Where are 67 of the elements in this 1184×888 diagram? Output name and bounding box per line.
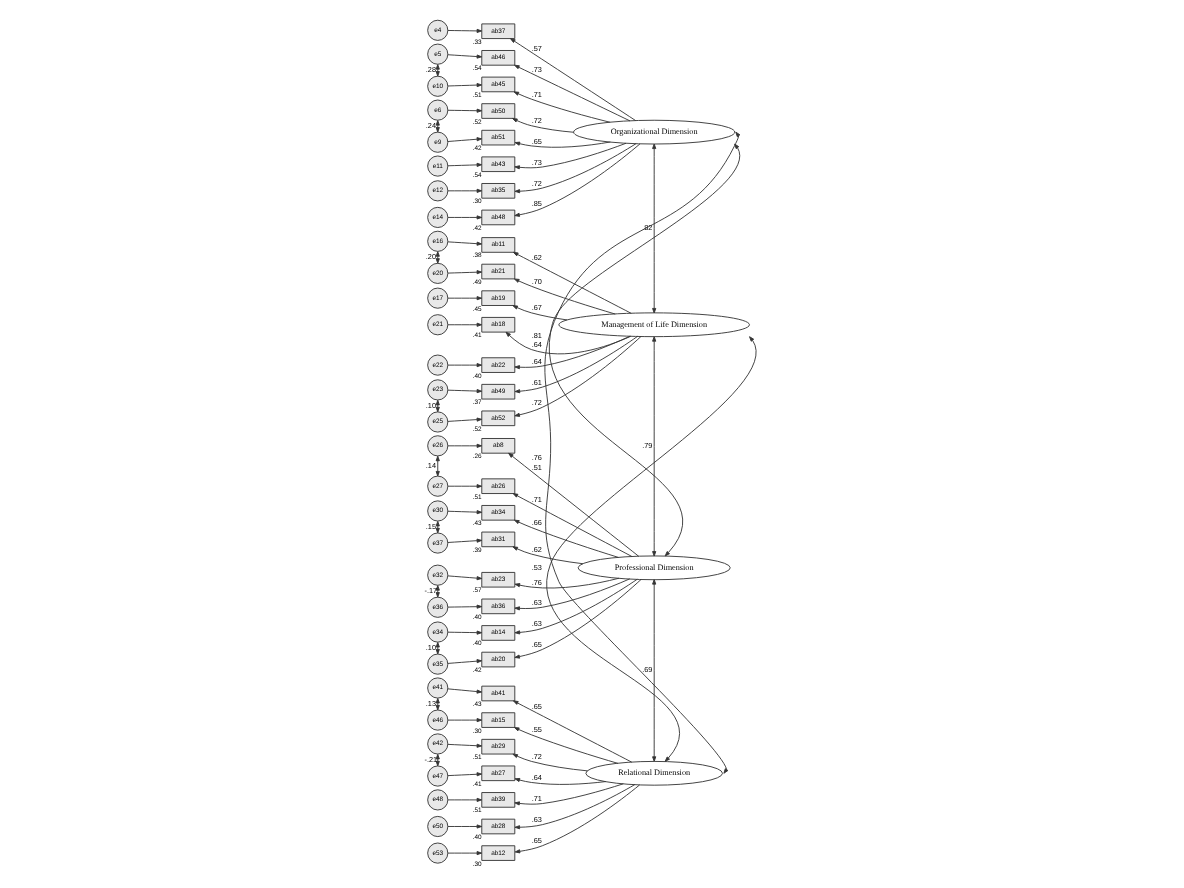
arrow bbox=[514, 577, 620, 589]
arrow bbox=[447, 743, 483, 748]
arrow bbox=[447, 417, 483, 422]
arrow bbox=[513, 91, 611, 123]
arrow bbox=[447, 296, 483, 301]
arrow bbox=[652, 336, 657, 557]
arrow bbox=[514, 142, 627, 170]
arrow bbox=[447, 718, 483, 723]
arrow bbox=[447, 484, 483, 489]
arrow bbox=[512, 700, 633, 763]
arrow bbox=[514, 64, 631, 122]
arrow bbox=[447, 510, 483, 515]
arrow bbox=[447, 28, 483, 33]
arrow bbox=[512, 118, 575, 133]
arrow bbox=[513, 727, 619, 764]
arrow bbox=[512, 546, 584, 565]
arrow bbox=[514, 143, 641, 217]
arrow bbox=[514, 784, 636, 830]
arrow bbox=[546, 336, 757, 762]
arrow bbox=[508, 452, 640, 557]
arrow bbox=[652, 579, 657, 762]
arrow bbox=[513, 519, 619, 558]
arrow bbox=[447, 270, 483, 275]
arrow bbox=[447, 659, 483, 664]
arrow bbox=[447, 772, 483, 777]
arrow bbox=[514, 336, 642, 417]
arrow bbox=[512, 493, 633, 557]
arrow bbox=[514, 579, 642, 659]
arrow bbox=[652, 143, 657, 314]
arrow bbox=[447, 389, 483, 394]
arrow bbox=[447, 575, 483, 581]
arrow bbox=[447, 443, 483, 448]
arrow bbox=[447, 188, 483, 193]
arrow bbox=[514, 141, 611, 148]
arrow bbox=[514, 578, 638, 635]
arrow bbox=[447, 83, 483, 88]
arrow bbox=[513, 278, 616, 315]
arrow bbox=[514, 783, 624, 806]
arrow bbox=[447, 797, 483, 802]
arrow bbox=[505, 331, 632, 355]
arrow bbox=[514, 143, 637, 194]
arrow bbox=[435, 455, 440, 477]
arrow bbox=[514, 335, 631, 370]
arrow bbox=[447, 851, 483, 856]
arrow bbox=[447, 363, 483, 368]
arrow bbox=[514, 335, 639, 394]
arrow bbox=[544, 131, 741, 774]
arrow bbox=[447, 241, 483, 246]
arrow bbox=[447, 538, 483, 543]
arrow bbox=[514, 578, 631, 611]
arrow bbox=[512, 305, 568, 321]
arrow bbox=[447, 322, 483, 327]
arrow bbox=[447, 604, 483, 609]
arrow bbox=[512, 753, 588, 772]
arrow bbox=[510, 38, 637, 122]
arrow bbox=[447, 54, 483, 59]
arrow bbox=[514, 778, 607, 785]
arrow bbox=[447, 215, 483, 220]
arrow bbox=[447, 630, 483, 635]
arrow bbox=[512, 251, 632, 314]
arrow bbox=[447, 824, 483, 829]
arrow bbox=[447, 162, 483, 167]
arrow bbox=[447, 688, 483, 694]
arrow bbox=[514, 784, 641, 854]
arrow bbox=[549, 143, 741, 557]
arrow bbox=[447, 137, 483, 142]
arrow bbox=[447, 108, 483, 113]
